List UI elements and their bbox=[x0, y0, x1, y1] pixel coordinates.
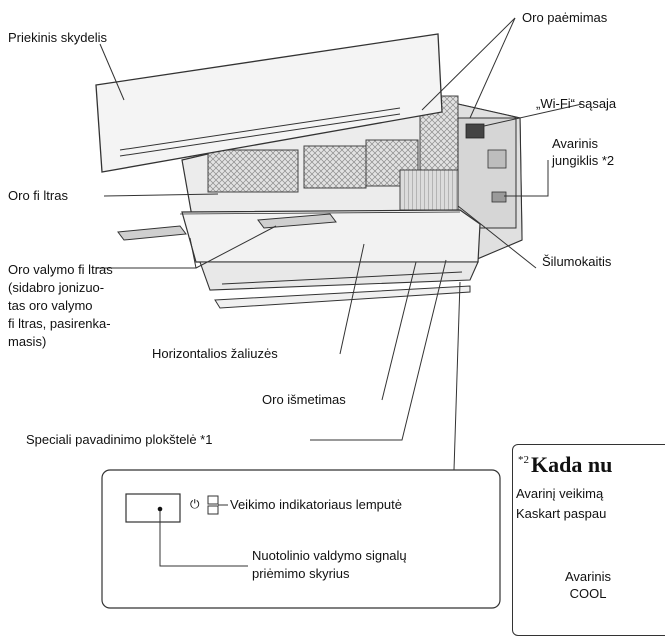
label-indicator-lamp: Veikimo indikatoriaus lemputė bbox=[230, 497, 402, 512]
label-air-outlet: Oro išmetimas bbox=[262, 392, 346, 407]
label-name-plate: Speciali pavadinimo plokštelė *1 bbox=[26, 432, 213, 447]
front-panel bbox=[95, 33, 443, 173]
label-purify-filter-5: masis) bbox=[8, 334, 47, 349]
label-air-intake: Oro paėmimas bbox=[522, 10, 608, 25]
label-emergency-switch-2: jungiklis *2 bbox=[552, 153, 615, 168]
label-purify-filter-3: tas oro valymo bbox=[8, 298, 93, 313]
label-horizontal-louvers: Horizontalios žaliuzės bbox=[152, 346, 278, 361]
heat-exchanger-fins bbox=[399, 169, 461, 211]
label-wifi-interface: „Wi-Fi“ sąsaja bbox=[536, 96, 617, 111]
label-purify-filter-2: (sidabro jonizuo- bbox=[8, 280, 105, 295]
label-receiver-1: Nuotolinio valdymo signalų bbox=[252, 548, 407, 563]
label-purify-filter-1: Oro valymo fi ltras bbox=[8, 262, 113, 277]
control-box bbox=[457, 117, 517, 229]
emergency-info-line-1: Avarinį veikimą bbox=[516, 486, 604, 501]
indicator-lamp-icon bbox=[207, 495, 219, 515]
emergency-info-panel bbox=[512, 444, 665, 636]
diagram-stage: Priekinis skydelis Oro paėmimas „Wi-Fi“ … bbox=[8, 10, 665, 636]
label-receiver-2: priėmimo skyrius bbox=[252, 566, 350, 581]
power-icon: ⏻ bbox=[190, 497, 200, 511]
receiver-window bbox=[125, 493, 181, 523]
purify-filters bbox=[117, 213, 337, 241]
detail-leaders bbox=[159, 504, 248, 567]
label-purify-filter-4: fi ltras, pasirenka- bbox=[8, 316, 111, 331]
leader-lines bbox=[96, 17, 583, 471]
label-front-panel: Priekinis skydelis bbox=[8, 30, 107, 45]
emergency-button-label-1: Avarinis bbox=[564, 569, 611, 584]
label-air-filter: Oro fi ltras bbox=[8, 188, 68, 203]
front-housing bbox=[179, 209, 481, 263]
receiver-dot bbox=[157, 506, 163, 512]
emergency-info-title: *2Kada nu bbox=[518, 452, 612, 478]
title-footnote-mark: *2 bbox=[518, 454, 529, 466]
label-heat-exchanger: Šilumokaitis bbox=[542, 254, 612, 269]
detail-box bbox=[101, 469, 501, 609]
emergency-button-label-2: COOL bbox=[569, 586, 607, 601]
title-text: Kada nu bbox=[531, 452, 613, 477]
aircon-illustration bbox=[95, 17, 583, 609]
emergency-info-line-2: Kaskart paspau bbox=[516, 506, 607, 521]
label-emergency-switch-1: Avarinis bbox=[552, 136, 599, 151]
louver bbox=[199, 261, 479, 309]
